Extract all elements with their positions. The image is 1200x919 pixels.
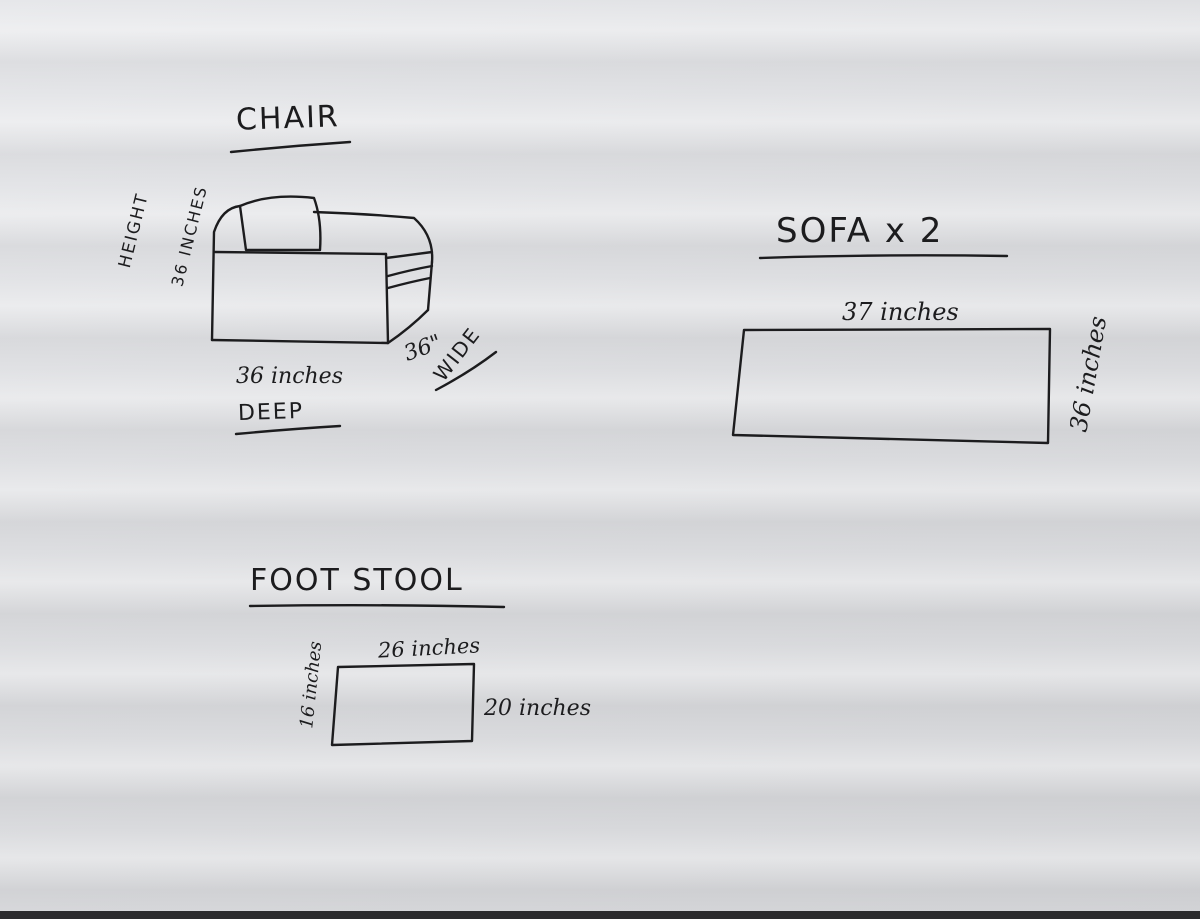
sofa-title-underline [758,254,1009,260]
sofa-width-value: 37 inches [842,298,959,326]
footstool-title-underline [248,604,506,609]
footstool-rectangle [330,662,476,747]
chair-title-underline [229,140,352,154]
chair-wide-underline [434,350,498,392]
sofa-title: SOFA x 2 [776,211,944,251]
sofa-rectangle [731,327,1052,445]
footstool-depth-value: 20 inches [484,696,591,721]
chair-deep-underline [234,424,342,436]
chair-depth-label: DEEP [237,398,305,427]
table-edge [0,911,1200,919]
chair-title: CHAIR [235,99,341,138]
footstool-title: FOOT STOOL [250,563,464,598]
chair-depth-value: 36 inches [236,364,343,389]
footstool-width-value: 26 inches [377,633,481,663]
chair-drawing [210,195,434,345]
